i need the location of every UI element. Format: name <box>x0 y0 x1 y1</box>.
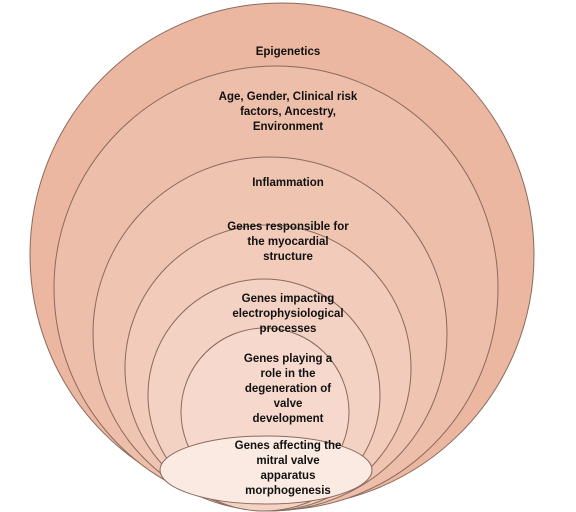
layer-ellipse-mitral-valve <box>159 435 373 505</box>
layer-label-mitral-valve: Genes affecting the mitral valve apparat… <box>234 440 342 497</box>
layer-label-risk-factors: Age, Gender, Clinical risk factors, Ance… <box>218 91 358 133</box>
layer-label-myocardial-structure: Genes responsible for the myocardial str… <box>227 221 349 263</box>
layer-label-inflammation: Inflammation <box>252 177 324 189</box>
layer-label-epigenetics: Epigenetics <box>255 46 321 58</box>
layer-label-electrophysiological: Genes impacting electrophysiological pro… <box>232 293 344 335</box>
layer-label-valve-degeneration: Genes playing a role in the degeneration… <box>243 353 333 425</box>
